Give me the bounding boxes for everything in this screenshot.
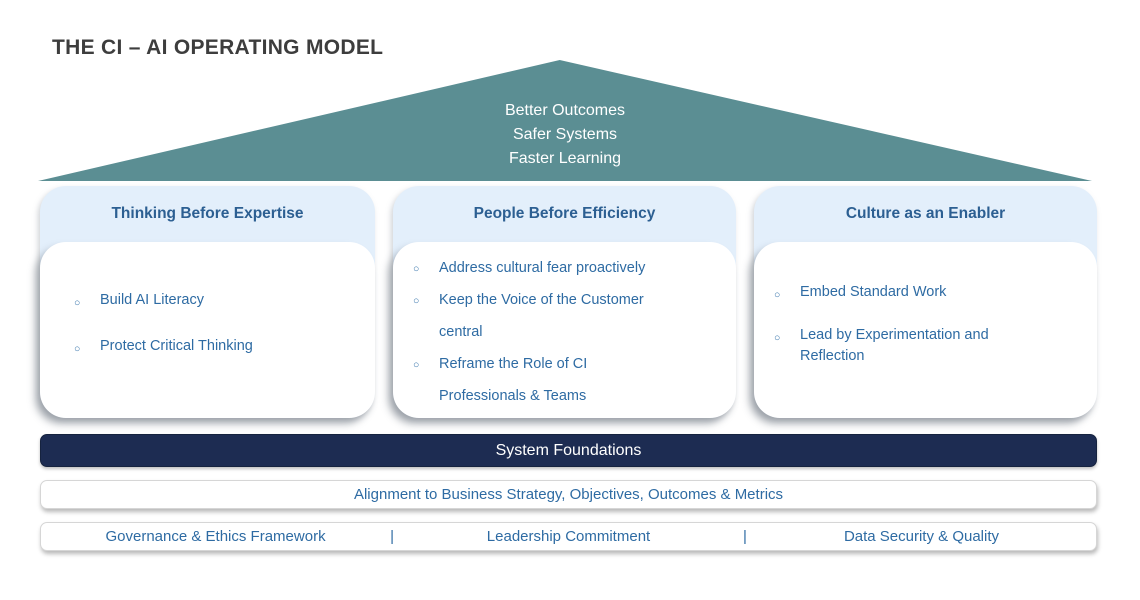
system-foundations-label: System Foundations <box>495 441 642 459</box>
data-security-label: Data Security & Quality <box>843 528 999 545</box>
bullet-item: Keep the Voice of the Customer central <box>413 284 678 348</box>
bullet-list: Embed Standard Work Lead by Experimentat… <box>754 242 1097 367</box>
pillar-title: Culture as an Enabler <box>845 205 1006 222</box>
governance-ethics-label: Governance & Ethics Framework <box>105 528 326 545</box>
pillar-people-before-efficiency: People Before Efficiency Address cultura… <box>393 186 736 418</box>
roof-line-safer-systems: Safer Systems <box>512 126 618 143</box>
roof-outcomes-text: Better Outcomes Safer Systems Faster Lea… <box>38 99 1092 181</box>
bullet-list: Build AI Literacy Protect Critical Think… <box>40 242 375 360</box>
leadership-commitment-label: Leadership Commitment <box>486 528 651 545</box>
separator-pipe: | <box>743 528 747 545</box>
pillar-body: Embed Standard Work Lead by Experimentat… <box>754 242 1097 418</box>
pillars-row: Thinking Before Expertise Build AI Liter… <box>40 186 1097 418</box>
governance-bar: Governance & Ethics Framework | Leadersh… <box>40 522 1097 551</box>
alignment-label: Alignment to Business Strategy, Objectiv… <box>353 486 784 503</box>
bullet-item: Embed Standard Work <box>774 282 1029 306</box>
pillar-title: People Before Efficiency <box>473 205 656 222</box>
system-foundations-bar: System Foundations <box>40 434 1097 467</box>
pillar-body: Build AI Literacy Protect Critical Think… <box>40 242 375 418</box>
pillar-culture-as-an-enabler: Culture as an Enabler Embed Standard Wor… <box>754 186 1097 418</box>
page-title: THE CI – AI OPERATING MODEL <box>52 36 384 59</box>
roof-triangle: Better Outcomes Safer Systems Faster Lea… <box>38 60 1092 181</box>
pillar-title: Thinking Before Expertise <box>111 205 304 222</box>
bullet-item: Build AI Literacy <box>74 290 335 314</box>
separator-pipe: | <box>390 528 394 545</box>
bullet-item: Protect Critical Thinking <box>74 336 335 360</box>
bullet-item: Address cultural fear proactively <box>413 252 678 285</box>
roof-line-better-outcomes: Better Outcomes <box>504 102 626 119</box>
pillar-body: Address cultural fear proactively Keep t… <box>393 242 736 418</box>
pillar-thinking-before-expertise: Thinking Before Expertise Build AI Liter… <box>40 186 375 418</box>
bullet-list: Address cultural fear proactively Keep t… <box>393 242 736 412</box>
bullet-item: Lead by Experimentation and Reflection <box>774 325 1029 367</box>
alignment-bar: Alignment to Business Strategy, Objectiv… <box>40 480 1097 509</box>
bullet-item: Reframe the Role of CI Professionals & T… <box>413 348 678 412</box>
roof-line-faster-learning: Faster Learning <box>508 150 622 167</box>
